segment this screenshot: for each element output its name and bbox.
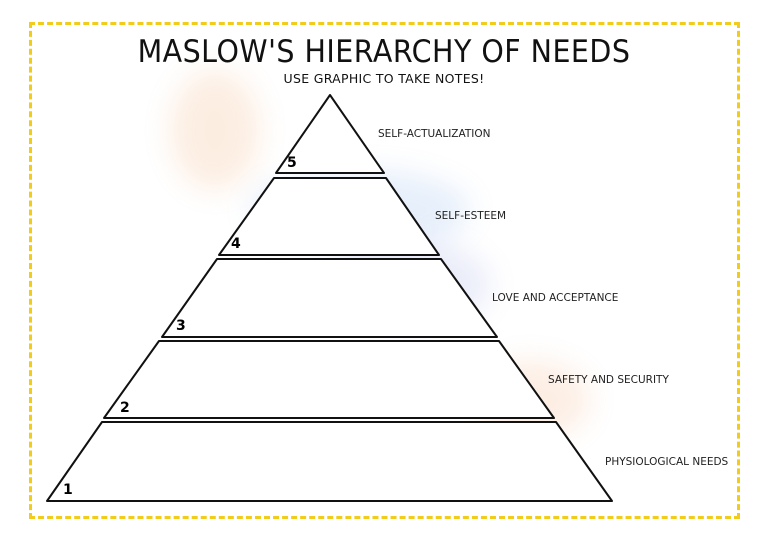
- pyramid-level-5[interactable]: [275, 94, 385, 174]
- level-label-2: SAFETY AND SECURITY: [548, 374, 669, 386]
- pyramid-level-3[interactable]: [161, 258, 498, 338]
- pyramid-level-1[interactable]: [46, 421, 613, 502]
- level-label-3: LOVE AND ACCEPTANCE: [492, 292, 619, 304]
- level-label-4: SELF-ESTEEM: [435, 210, 507, 222]
- level-label-1: PHYSIOLOGICAL NEEDS: [605, 456, 729, 468]
- level-number-2: 2: [120, 400, 130, 416]
- pyramid-level-4[interactable]: [218, 177, 440, 256]
- level-number-4: 4: [231, 236, 241, 252]
- level-label-5: SELF-ACTUALIZATION: [378, 128, 491, 140]
- level-number-1: 1: [63, 482, 73, 498]
- watermark-blob: [170, 70, 260, 190]
- level-number-5: 5: [287, 155, 297, 171]
- level-number-3: 3: [176, 318, 186, 334]
- pyramid-level-2[interactable]: [103, 340, 555, 419]
- page-subtitle: USE GRAPHIC TO TAKE NOTES!: [283, 71, 485, 86]
- page-title: MASLOW'S HIERARCHY OF NEEDS: [137, 34, 631, 70]
- dashed-border: [29, 22, 740, 519]
